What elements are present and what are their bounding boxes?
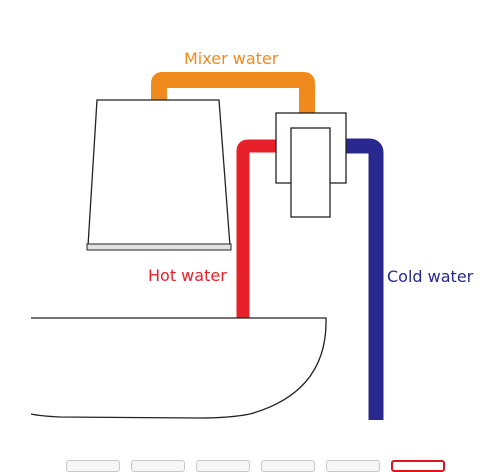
tank	[87, 99, 231, 247]
slide-tab-4[interactable]	[261, 460, 315, 472]
slide-tab-5[interactable]	[326, 460, 380, 472]
tank-base	[86, 243, 232, 251]
slide-tab-3[interactable]	[196, 460, 250, 472]
slide-tab-2[interactable]	[131, 460, 185, 472]
mixer-water-label: Mixer water	[184, 49, 279, 68]
mixer-water-pipe	[151, 72, 315, 114]
mixer-valve-body	[290, 127, 331, 218]
hot-water-label: Hot water	[148, 266, 227, 285]
cold-water-label: Cold water	[387, 267, 474, 286]
slide-tab-6[interactable]	[391, 460, 445, 472]
cold-water-pipe	[346, 138, 384, 420]
tub	[30, 317, 327, 419]
hot-water-pipe	[236, 139, 276, 320]
slide-tab-1[interactable]	[66, 460, 120, 472]
